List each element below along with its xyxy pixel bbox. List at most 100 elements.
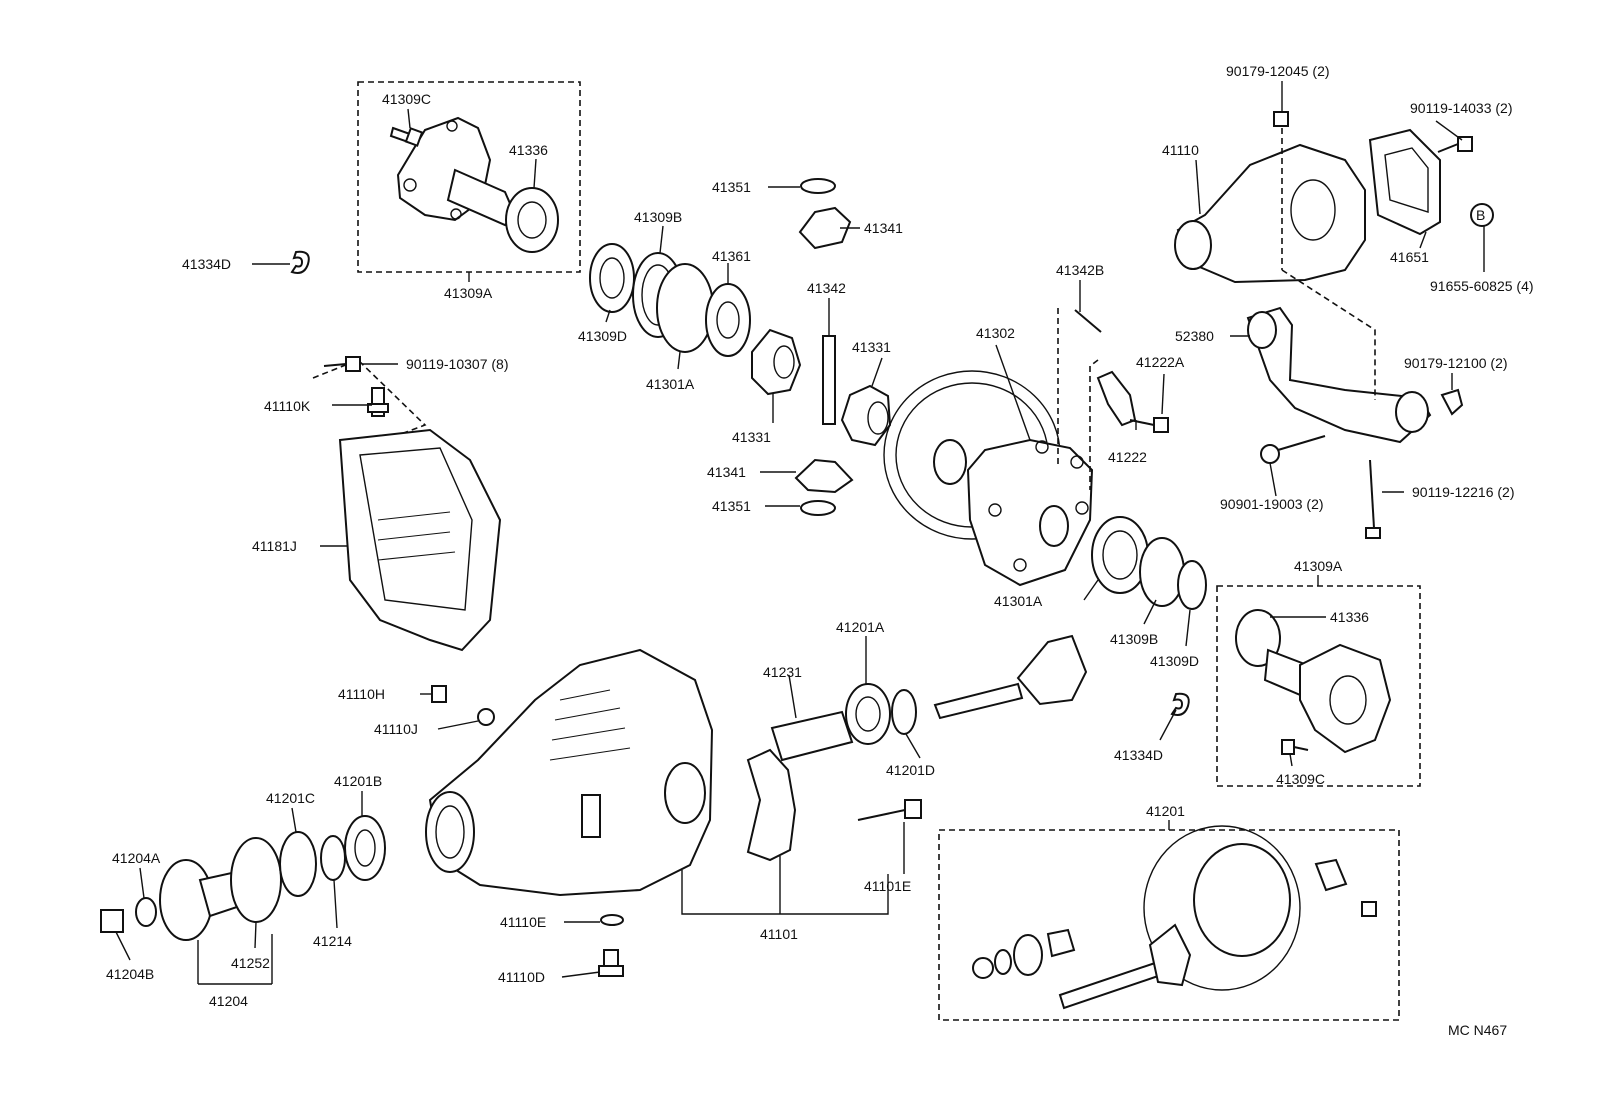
label-41101: 41101	[760, 926, 798, 942]
companion-flange-top	[396, 116, 559, 253]
gasket-41110e	[600, 914, 624, 926]
callout-marker-b: B	[1476, 207, 1485, 223]
label-41222a: 41222A	[1136, 354, 1185, 370]
label-41309d-right: 41309D	[1150, 653, 1199, 669]
label-41341-bottom: 41341	[707, 464, 746, 480]
label-91655-60825: 91655-60825 (4)	[1430, 278, 1534, 294]
label-41110e: 41110E	[500, 914, 546, 930]
label-41342: 41342	[807, 280, 846, 296]
ring-gear-and-case-41302	[883, 370, 1094, 587]
label-41351-bottom: 41351	[712, 498, 751, 514]
pin-41342b	[1074, 309, 1102, 333]
label-41331-right: 41331	[852, 339, 891, 355]
pinion-gear-41331-left	[751, 328, 802, 396]
oil-seal-41201c	[279, 831, 317, 897]
label-41214: 41214	[313, 933, 352, 949]
group-box-41201	[938, 829, 1400, 1021]
label-41302: 41302	[976, 325, 1015, 341]
plug-41110d	[598, 949, 624, 977]
label-41309d-top: 41309D	[578, 328, 627, 344]
label-41342b: 41342B	[1056, 262, 1104, 278]
label-90119-12216: 90119-12216 (2)	[1412, 484, 1514, 500]
label-41201b: 41201B	[334, 773, 382, 789]
bolt-41222a	[1129, 417, 1169, 433]
bearing-set-top	[589, 243, 751, 357]
part-labels: 41309C 41336 41309A 41334D 41351 41341 4…	[106, 63, 1534, 1038]
bearing-cap	[746, 748, 797, 862]
label-41252: 41252	[231, 955, 270, 971]
label-90119-10307: 90119-10307 (8)	[406, 356, 508, 372]
companion-flange-41204	[159, 837, 282, 941]
label-41361: 41361	[712, 248, 751, 264]
gasket-41651	[1368, 128, 1441, 236]
bolt-41309c-right	[1281, 739, 1309, 755]
label-90119-14033: 90119-14033 (2)	[1410, 100, 1512, 116]
bolt-41101e	[857, 799, 922, 821]
leader-lines	[115, 81, 1485, 985]
support-member-52380	[1246, 306, 1432, 444]
callout-marker-circle	[1470, 203, 1494, 227]
nut-41204b	[100, 909, 124, 933]
plug-41110h	[431, 685, 447, 703]
label-52380: 52380	[1175, 328, 1214, 344]
label-90179-12100: 90179-12100 (2)	[1404, 355, 1508, 371]
label-41309b-top: 41309B	[634, 209, 682, 225]
label-41201c: 41201C	[266, 790, 315, 806]
label-41309a-top: 41309A	[444, 285, 493, 301]
washer-41214	[320, 835, 346, 881]
label-41309a-right: 41309A	[1294, 558, 1343, 574]
ring-and-pinion-set-41201	[972, 825, 1377, 1010]
washer-41351-bottom	[800, 500, 836, 516]
bearing-set-right	[1091, 516, 1207, 610]
bearing-41201b	[344, 815, 386, 881]
bolt-41309c-top	[389, 126, 424, 147]
label-41222: 41222	[1108, 449, 1147, 465]
companion-flange-right	[1235, 609, 1392, 754]
label-41204b: 41204B	[106, 966, 154, 982]
label-41651: 41651	[1390, 249, 1429, 265]
washer-41204a	[135, 897, 157, 927]
bearing-41201a	[845, 683, 891, 745]
carrier-housing-41110	[1174, 111, 1366, 284]
label-41201: 41201	[1146, 803, 1185, 819]
label-41309c-top: 41309C	[382, 91, 431, 107]
label-41110: 41110	[1162, 142, 1199, 158]
side-gear-41341-top	[798, 206, 852, 250]
bolt-90901-19003	[1260, 435, 1326, 464]
gasket-41110j	[477, 708, 495, 726]
label-41336-top: 41336	[509, 142, 548, 158]
label-90901-19003: 90901-19003 (2)	[1220, 496, 1324, 512]
label-41334d-left: 41334D	[182, 256, 231, 272]
side-gear-41341-bottom	[794, 458, 854, 494]
label-41334d-right: 41334D	[1114, 747, 1163, 763]
label-41301a-right: 41301A	[994, 593, 1043, 609]
label-41110j: 41110J	[374, 721, 418, 737]
pinion-gear-41331-right	[840, 384, 892, 447]
label-41204: 41204	[209, 993, 248, 1009]
label-41331-left: 41331	[732, 429, 771, 445]
washer-41201d	[891, 689, 917, 735]
dashed-guide-center	[1057, 308, 1099, 490]
label-41341-top: 41341	[864, 220, 903, 236]
drive-pinion	[933, 634, 1088, 720]
label-41231: 41231	[763, 664, 802, 680]
label-41110d: 41110D	[498, 969, 545, 985]
lock-plate-41222	[1096, 370, 1137, 427]
label-41201d: 41201D	[886, 762, 935, 778]
filler-plug-41110k	[367, 387, 389, 417]
label-41204a: 41204A	[112, 850, 161, 866]
label-41336-right: 41336	[1330, 609, 1369, 625]
label-41110k: 41110K	[264, 398, 311, 414]
snap-ring-41334d-right	[1170, 692, 1190, 716]
bolt-90119-12216	[1365, 459, 1381, 539]
snap-ring-41334d-left	[290, 250, 310, 274]
label-41309b-right: 41309B	[1110, 631, 1158, 647]
label-41181j: 41181J	[252, 538, 297, 554]
label-41101e: 41101E	[864, 878, 911, 894]
bolt-90119-14033	[1437, 136, 1473, 153]
label-41351-top: 41351	[712, 179, 751, 195]
spacer-41231	[770, 710, 854, 762]
nut-90179-12100	[1440, 388, 1464, 416]
label-90179-12045: 90179-12045 (2)	[1226, 63, 1330, 79]
